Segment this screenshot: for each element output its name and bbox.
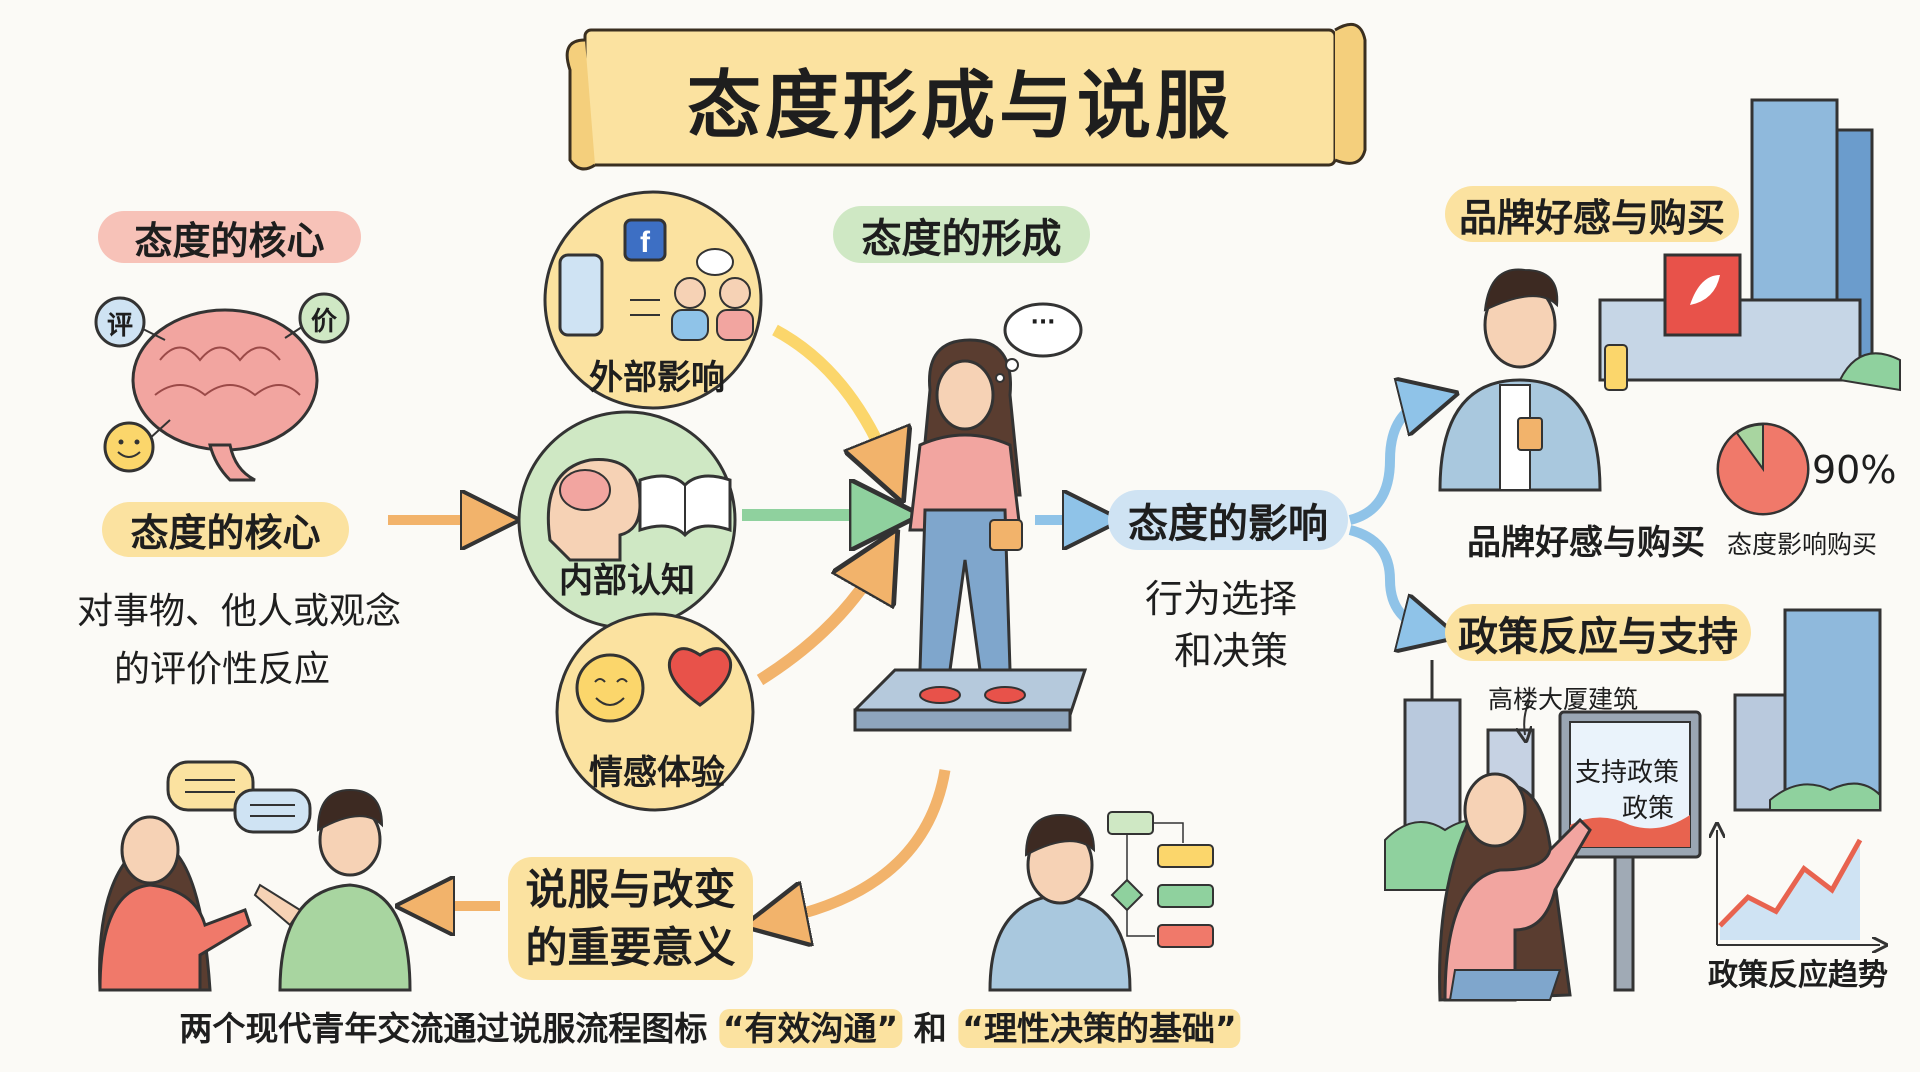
eval-bubble: [94, 296, 146, 348]
flowchart-icon: [1107, 811, 1214, 948]
internal-cognition-circle: [517, 410, 737, 630]
city-buildings-brand: [1598, 98, 1901, 392]
pie-percent-label: 90%: [1812, 448, 1897, 492]
persuasion-label: 说服与改变 的重要意义: [508, 857, 753, 980]
influence-line2: 和决策: [1173, 629, 1289, 673]
thought-bubble-text: ···: [1030, 310, 1056, 335]
caption-prefix: 两个现代青年交流通过说服流程图标: [179, 1009, 708, 1048]
emotional-experience-circle: [555, 612, 755, 812]
core-label: 态度的核心: [102, 502, 349, 557]
title-banner: [565, 22, 1367, 171]
facebook-icon: [623, 218, 667, 262]
caption-middle: 和: [913, 1009, 947, 1048]
page-title: 态度形成与说服: [687, 63, 1233, 149]
purchase-pie-chart: [1716, 422, 1810, 516]
pie-main-slice: [1717, 422, 1809, 515]
bottom-caption: 两个现代青年交流通过说服流程图标 “有效沟通” 和 “理性决策的基础”: [179, 1002, 1241, 1050]
core-desc-line1: 对事物、他人或观念: [76, 591, 402, 632]
arrow-emotional: [756, 560, 880, 686]
heart-icon: [667, 647, 733, 707]
core-desc-line2: 的评价性反应: [113, 649, 331, 690]
influence-label: 态度的影响: [1108, 490, 1348, 550]
policy-label: 政策反应与支持: [1445, 604, 1751, 661]
man-with-coffee: [1438, 268, 1628, 492]
arrow-to-persuasion: [775, 769, 951, 920]
chat-bubble-icon: [696, 248, 734, 276]
thinker-with-flowchart: [988, 811, 1214, 992]
brand-label: 品牌好感与购买: [1445, 186, 1739, 242]
value-bubble-text: 价: [310, 307, 338, 337]
formation-label: 态度的形成: [833, 206, 1090, 263]
trend-line: [1718, 838, 1863, 928]
brand-caption: 品牌好感与购买: [1467, 523, 1705, 563]
two-youths-conversation: [98, 760, 412, 992]
caption-quote-effective-communication: “有效沟通”: [718, 1009, 903, 1048]
internal-cognition-label: 内部认知: [559, 561, 695, 601]
book-icon: [638, 474, 732, 538]
woman-pointing: [1438, 772, 1592, 1002]
brand-caption-small: 态度影响购买: [1726, 530, 1878, 559]
arrow-to-policy: [1348, 525, 1430, 630]
building-note: 高楼大厦建筑: [1488, 685, 1639, 714]
girl-figure: [853, 338, 1088, 732]
external-influence-label: 外部影响: [589, 358, 725, 398]
trend-label: 政策反应趋势: [1708, 958, 1888, 993]
billboard-line1: 支持政策: [1575, 758, 1680, 788]
persuasion-line1: 说服与改变: [525, 864, 736, 914]
coffee-cup-icon: [1517, 417, 1543, 451]
persuasion-line2: 的重要意义: [525, 922, 736, 972]
influence-line1: 行为选择: [1144, 577, 1298, 621]
value-bubble: [298, 292, 350, 344]
platform: [853, 668, 1088, 717]
speech-bubble-icon: [233, 788, 312, 834]
caption-quote-rational-decision: “理性决策的基础”: [958, 1009, 1241, 1048]
exchange-icon: [630, 299, 660, 316]
core-label-top: 态度的核心: [98, 211, 361, 263]
smiley-icon: [103, 421, 155, 473]
brain-icon: [131, 308, 319, 482]
billboard-line2: 政策: [1622, 794, 1675, 824]
svg-text:f: f: [640, 226, 651, 259]
speech-bubble-icon: [166, 760, 255, 812]
happy-face-icon: [575, 653, 645, 723]
arrow-external: [772, 324, 890, 470]
emotional-experience-label: 情感体验: [589, 753, 725, 793]
arrow-to-brand: [1348, 400, 1430, 525]
thought-bubble-icon: [995, 302, 1083, 383]
product-bottle-icon: [1604, 344, 1628, 391]
phone-icon: [558, 253, 604, 337]
eval-bubble-text: 评: [106, 311, 134, 341]
policy-trend-chart: [1717, 830, 1880, 945]
billboard: [1558, 710, 1702, 992]
external-influence-circle: f: [543, 190, 763, 410]
